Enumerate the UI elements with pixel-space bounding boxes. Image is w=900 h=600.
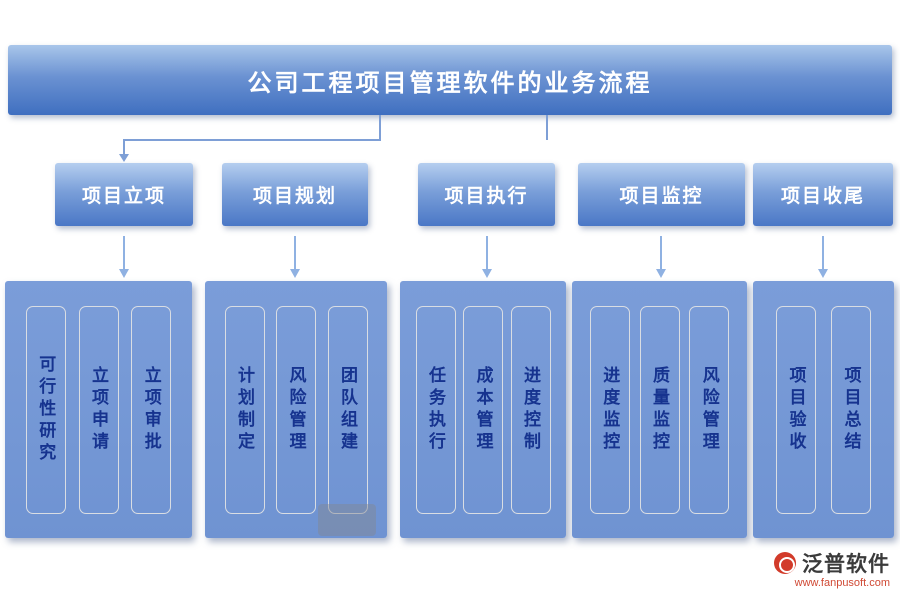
- banner: 公司工程项目管理软件的业务流程: [8, 45, 892, 115]
- process-item-label: 风险管理: [699, 365, 719, 454]
- flow-arrow-closing: [818, 236, 828, 278]
- footer-brand-row: 泛普软件: [774, 548, 890, 578]
- process-item-label: 可行性研究: [36, 354, 56, 465]
- process-item: 团队组建: [327, 305, 368, 514]
- process-item-label: 项目验收: [786, 365, 806, 454]
- process-item: 风险管理: [276, 305, 316, 514]
- stage-label-monitoring: 项目监控: [619, 186, 704, 207]
- flow-arrow-initiation: [119, 236, 129, 278]
- connector-stub-right: [546, 115, 548, 140]
- stage-box-initiation: 项目立项: [55, 163, 193, 226]
- process-item-label: 团队组建: [338, 365, 357, 454]
- process-item-label: 进度控制: [521, 365, 540, 454]
- process-item-label: 立项申请: [89, 365, 108, 454]
- process-item-label: 项目总结: [841, 365, 861, 454]
- brand-url: www.fanpusoft.com: [794, 577, 890, 589]
- stage-box-closing: 项目收尾: [753, 163, 893, 226]
- flow-arrow-monitoring: [656, 236, 666, 278]
- process-item: 项目验收: [776, 305, 816, 514]
- process-item: 质量监控: [639, 305, 680, 514]
- process-item: 立项审批: [131, 305, 172, 514]
- process-item: 进度控制: [510, 305, 551, 514]
- stage-box-monitoring: 项目监控: [578, 163, 745, 226]
- process-item: 进度监控: [589, 305, 630, 514]
- panel-monitoring: 进度监控 质量监控 风险管理: [572, 281, 747, 538]
- page-title: 公司工程项目管理软件的业务流程: [247, 70, 653, 97]
- process-item: 项目总结: [831, 305, 871, 514]
- process-item: 任务执行: [415, 305, 456, 514]
- process-item: 风险管理: [689, 305, 730, 514]
- process-item: 立项申请: [78, 305, 119, 514]
- process-item-label: 计划制定: [235, 365, 254, 454]
- panel-planning: 计划制定 风险管理 团队组建: [205, 281, 387, 538]
- process-item-label: 立项审批: [141, 365, 161, 454]
- connector-arrow-initiation: [119, 139, 129, 162]
- brand-name: 泛普软件: [802, 552, 890, 576]
- panel-execution: 任务执行 成本管理 进度控制: [400, 281, 566, 538]
- stage-label-execution: 项目执行: [444, 186, 529, 207]
- stage-box-planning: 项目规划: [222, 163, 368, 226]
- stage-label-closing: 项目收尾: [780, 186, 865, 207]
- stage-label-planning: 项目规划: [252, 186, 337, 207]
- process-item-label: 任务执行: [426, 365, 445, 454]
- stage-box-execution: 项目执行: [418, 163, 555, 226]
- process-item: 计划制定: [224, 305, 265, 514]
- process-item: 可行性研究: [25, 305, 66, 514]
- process-item-label: 质量监控: [650, 365, 669, 454]
- fanpu-logo-icon: [774, 552, 796, 574]
- panel-initiation: 可行性研究 立项申请 立项审批: [5, 281, 192, 538]
- process-item-label: 成本管理: [473, 365, 493, 454]
- flow-arrow-execution: [482, 236, 492, 278]
- connector-horizontal-line: [123, 139, 381, 141]
- panel-closing: 项目验收 项目总结: [753, 281, 894, 538]
- process-item-label: 进度监控: [600, 365, 620, 454]
- process-item: 成本管理: [463, 305, 503, 514]
- flow-arrow-planning: [290, 236, 300, 278]
- stage-label-initiation: 项目立项: [81, 186, 166, 207]
- connector-stub-left: [379, 115, 381, 140]
- watermark: [318, 504, 376, 536]
- process-item-label: 风险管理: [286, 365, 306, 454]
